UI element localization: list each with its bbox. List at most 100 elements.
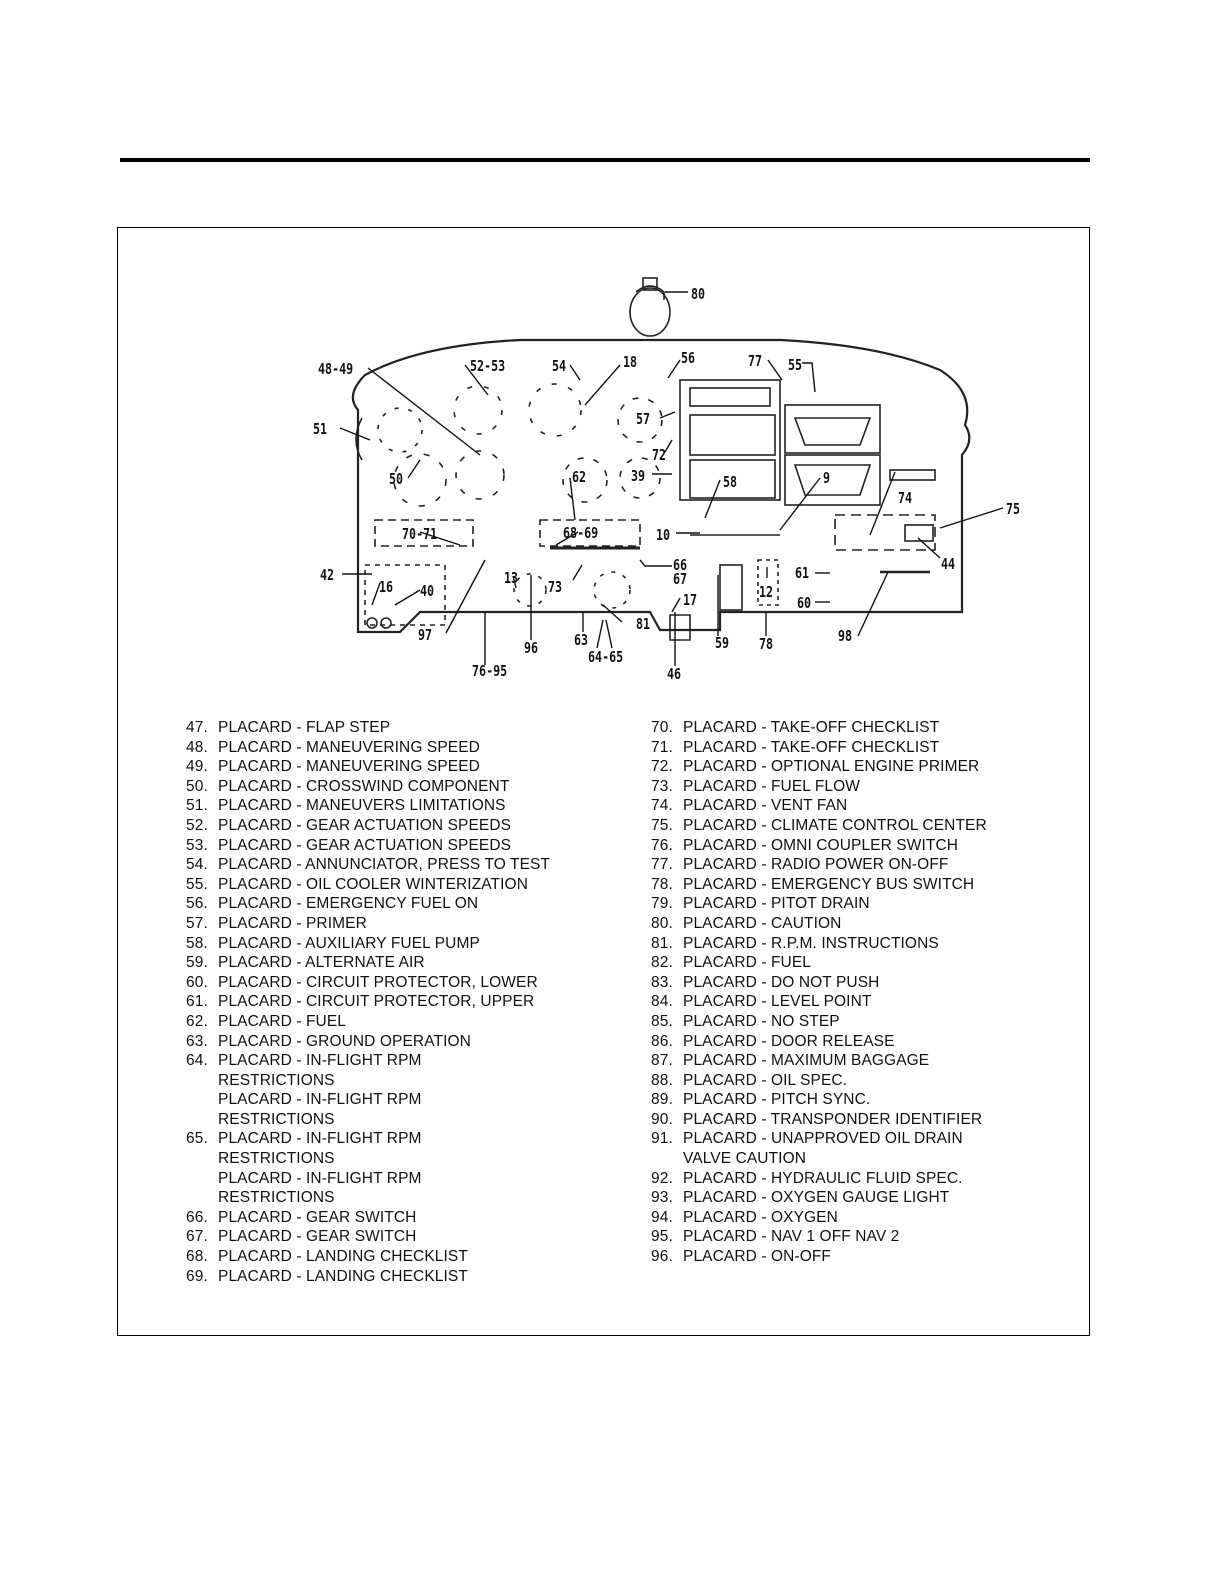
callout-label: 55 (788, 358, 802, 375)
list-item: 59.PLACARD - ALTERNATE AIR (186, 954, 425, 972)
list-item: 81.PLACARD - R.P.M. INSTRUCTIONS (651, 934, 939, 952)
list-item: 66.PLACARD - GEAR SWITCH (186, 1208, 417, 1226)
list-item: 77.PLACARD - RADIO POWER ON-OFF (651, 856, 949, 874)
list-item: 89.PLACARD - PITCH SYNC. (651, 1091, 871, 1109)
callout-label: 75 (1006, 502, 1020, 519)
callout-label: 73 (548, 580, 562, 597)
callout-label: 50 (389, 472, 403, 489)
list-item: 79.PLACARD - PITOT DRAIN (651, 895, 870, 913)
panel-outline (351, 277, 971, 641)
callout-label: 18 (623, 355, 637, 372)
callout-label: 74 (898, 491, 912, 508)
callout-label: 60 (797, 596, 811, 613)
placard-list-left: 47.PLACARD - FLAP STEP 48.PLACARD - MANE… (186, 718, 550, 1286)
callout-label: 48-49 (318, 362, 353, 379)
callout-label: 61 (795, 566, 809, 583)
list-item: 68.PLACARD - LANDING CHECKLIST (186, 1248, 468, 1266)
callout-label: 76-95 (472, 664, 507, 681)
list-item: 65.PLACARD - IN-FLIGHT RPM (186, 1130, 422, 1148)
callout-label: 96 (524, 641, 538, 658)
callout-label: 66 (673, 558, 687, 575)
callout-label: 67 (673, 572, 687, 589)
leader-lines (339, 291, 1004, 666)
list-item: 51.PLACARD - MANEUVERS LIMITATIONS (186, 797, 506, 815)
list-item: 83.PLACARD - DO NOT PUSH (651, 973, 880, 991)
list-item: PLACARD - IN-FLIGHT RPM (218, 1091, 422, 1109)
list-item: 76.PLACARD - OMNI COUPLER SWITCH (651, 836, 959, 854)
list-item: RESTRICTIONS (218, 1189, 335, 1207)
callout-label: 46 (667, 667, 681, 684)
list-item: 90.PLACARD - TRANSPONDER IDENTIFIER (651, 1110, 983, 1128)
callout-label: 44 (941, 557, 955, 574)
list-item: 80.PLACARD - CAUTION (651, 914, 842, 932)
list-item: 87.PLACARD - MAXIMUM BAGGAGE (651, 1052, 930, 1070)
list-item: 49.PLACARD - MANEUVERING SPEED (186, 758, 480, 776)
list-item: 55.PLACARD - OIL COOLER WINTERIZATION (186, 875, 528, 893)
list-item: 48.PLACARD - MANEUVERING SPEED (186, 738, 480, 756)
callout-label: 40 (420, 584, 434, 601)
figure-frame (117, 227, 1090, 1336)
callout-labels: 80 48-49 52-53 54 18 56 77 55 51 57 72 5… (313, 287, 1020, 684)
callout-label: 10 (656, 528, 670, 545)
callout-label: 16 (379, 580, 393, 597)
list-item: 94.PLACARD - OXYGEN (651, 1208, 838, 1226)
list-item: 86.PLACARD - DOOR RELEASE (651, 1032, 895, 1050)
callout-label: 39 (631, 469, 645, 486)
list-item: 67.PLACARD - GEAR SWITCH (186, 1228, 417, 1246)
list-item: 73.PLACARD - FUEL FLOW (651, 777, 861, 795)
list-item: 82.PLACARD - FUEL (651, 954, 812, 972)
list-item: 54.PLACARD - ANNUNCIATOR, PRESS TO TEST (186, 856, 551, 874)
list-item: 95.PLACARD - NAV 1 OFF NAV 2 (651, 1228, 900, 1246)
header-rule (120, 158, 1090, 162)
callout-label: 62 (572, 470, 586, 487)
instrument-panel-diagram: 80 48-49 52-53 54 18 56 77 55 51 57 72 5… (313, 277, 1020, 684)
list-item: 75.PLACARD - CLIMATE CONTROL CENTER (651, 816, 987, 834)
callout-label: 51 (313, 422, 327, 439)
list-item: 71.PLACARD - TAKE-OFF CHECKLIST (651, 738, 940, 756)
callout-label: 9 (823, 471, 830, 488)
list-item: 70.PLACARD - TAKE-OFF CHECKLIST (651, 719, 940, 736)
callout-label: 77 (748, 354, 762, 371)
list-item: 84.PLACARD - LEVEL POINT (651, 993, 872, 1011)
callout-label: 63 (574, 633, 588, 650)
list-item: PLACARD - IN-FLIGHT RPM (218, 1169, 422, 1187)
list-item: 52.PLACARD - GEAR ACTUATION SPEEDS (186, 816, 512, 834)
callout-label: 57 (636, 412, 650, 429)
callout-label: 59 (715, 636, 729, 653)
list-item: 78.PLACARD - EMERGENCY BUS SWITCH (651, 875, 975, 893)
list-item: 88.PLACARD - OIL SPEC. (651, 1071, 848, 1089)
list-item: 74.PLACARD - VENT FAN (651, 797, 848, 815)
callout-label: 52-53 (470, 359, 505, 376)
list-item: 85.PLACARD - NO STEP (651, 1012, 840, 1030)
list-item: 56.PLACARD - EMERGENCY FUEL ON (186, 895, 479, 913)
list-item: 60.PLACARD - CIRCUIT PROTECTOR, LOWER (186, 973, 538, 991)
callout-label: 78 (759, 637, 773, 654)
callout-label: 64-65 (588, 650, 623, 667)
list-item: 93.PLACARD - OXYGEN GAUGE LIGHT (651, 1189, 950, 1207)
list-item: VALVE CAUTION (683, 1150, 807, 1168)
list-item: 72.PLACARD - OPTIONAL ENGINE PRIMER (651, 758, 980, 776)
callout-label: 68-69 (563, 526, 598, 543)
list-item: RESTRICTIONS (218, 1071, 335, 1089)
list-item: 57.PLACARD - PRIMER (186, 914, 367, 932)
list-item: RESTRICTIONS (218, 1110, 335, 1128)
callout-label: 80 (691, 287, 705, 304)
callout-label: 81 (636, 617, 650, 634)
list-item: 58.PLACARD - AUXILIARY FUEL PUMP (186, 934, 480, 952)
callout-label: 42 (320, 568, 334, 585)
list-item: 47.PLACARD - FLAP STEP (186, 719, 391, 736)
callout-label: 12 (759, 585, 773, 602)
callout-label: 56 (681, 351, 695, 368)
callout-label: 58 (723, 475, 737, 492)
placard-list-right: 70.PLACARD - TAKE-OFF CHECKLIST 71.PLACA… (651, 718, 987, 1267)
callout-label: 97 (418, 628, 432, 645)
list-item: 61.PLACARD - CIRCUIT PROTECTOR, UPPER (186, 993, 535, 1011)
callout-label: 54 (552, 359, 566, 376)
callout-label: 72 (652, 448, 666, 465)
callout-label: 70-71 (402, 527, 437, 544)
list-item: 50.PLACARD - CROSSWIND COMPONENT (186, 777, 510, 795)
list-item: 91.PLACARD - UNAPPROVED OIL DRAIN (651, 1130, 963, 1148)
list-item: 92.PLACARD - HYDRAULIC FLUID SPEC. (651, 1169, 963, 1187)
callout-label: 98 (838, 629, 852, 646)
list-item: 96.PLACARD - ON-OFF (651, 1248, 831, 1266)
